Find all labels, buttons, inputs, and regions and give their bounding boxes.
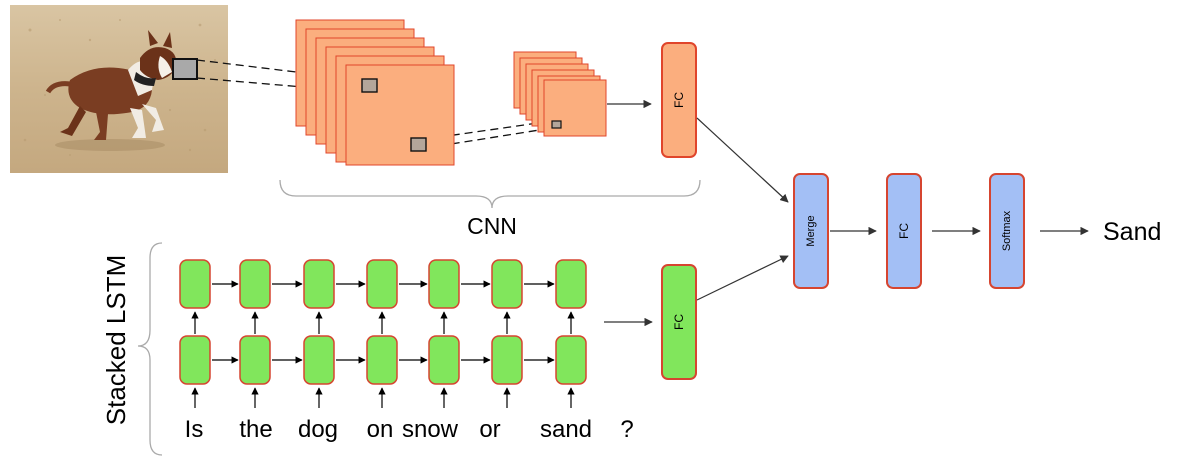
question-word: the: [239, 416, 272, 443]
lstm-cell-bottom-1: [179, 335, 211, 385]
lstm-cell-top-5: [428, 259, 460, 309]
lstm-cell-top-1: [179, 259, 211, 309]
lstm-cell-bottom-7: [555, 335, 587, 385]
lstm-cell-top-4: [366, 259, 398, 309]
dog-figure: [45, 30, 177, 151]
lstm-brace: [137, 242, 163, 456]
cnn-brace: [279, 179, 701, 209]
lstm-cell-grid: [179, 259, 587, 408]
question-word: snow: [402, 416, 459, 443]
lstm-cell-bottom-5: [428, 335, 460, 385]
question-word: sand: [540, 416, 592, 443]
question-word: dog: [298, 416, 338, 443]
arrow-lstmfc-to-merge: [696, 255, 789, 301]
lstm-cell-top-3: [303, 259, 335, 309]
question-word: or: [479, 416, 500, 443]
cnn-fc-label: FC: [672, 92, 686, 108]
lstm-cell-bottom-2: [239, 335, 271, 385]
merge-label: Merge: [805, 215, 817, 246]
cnn-feature-maps-large: [295, 19, 455, 166]
lstm-cell-top-6: [491, 259, 523, 309]
question-word: Is: [185, 416, 204, 443]
arrow-cnnfc-to-merge: [696, 117, 789, 203]
cnn-feature-maps-small: [513, 51, 607, 137]
head-fc-block: FC: [886, 173, 922, 289]
lstm-cell-bottom-3: [303, 335, 335, 385]
lstm-fc-block: FC: [661, 264, 697, 380]
question-word: ?: [620, 416, 633, 443]
lstm-cell-bottom-6: [491, 335, 523, 385]
lstm-cell-bottom-4: [366, 335, 398, 385]
cnn-fc-block: FC: [661, 42, 697, 158]
input-photo: [10, 5, 228, 173]
stacked-lstm-label: Stacked LSTM: [101, 255, 131, 426]
lstm-cell-top-7: [555, 259, 587, 309]
head-fc-label: FC: [897, 223, 911, 239]
merge-block: Merge: [793, 173, 829, 289]
softmax-block: Softmax: [989, 173, 1025, 289]
answer-text: Sand: [1103, 218, 1161, 246]
cnn-label: CNN: [467, 213, 517, 239]
softmax-label: Softmax: [1001, 210, 1013, 251]
question-word: on: [367, 416, 394, 443]
lstm-fc-label: FC: [672, 314, 686, 330]
lstm-cell-top-2: [239, 259, 271, 309]
